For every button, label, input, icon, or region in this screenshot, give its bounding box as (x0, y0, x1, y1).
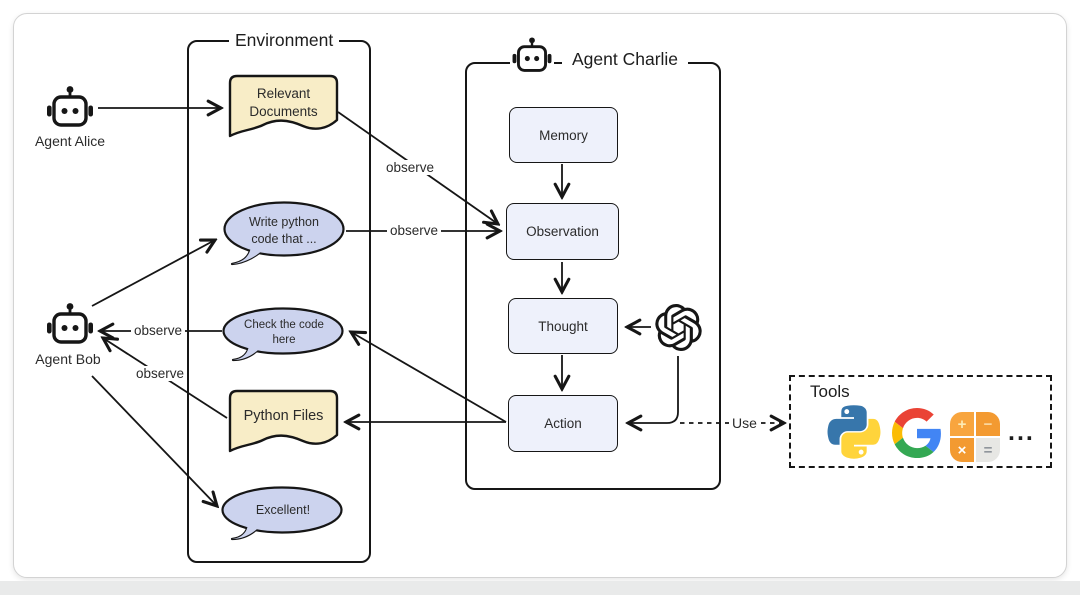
python-files-node (227, 388, 340, 463)
thought-box: Thought (508, 298, 618, 354)
observe-label-write: observe (387, 223, 442, 238)
robot-icon (44, 85, 96, 136)
excellent-text: Excellent! (255, 503, 311, 517)
action-label: Action (544, 416, 582, 431)
check-code-bubble (221, 307, 347, 368)
relevant-documents-line2: Documents (249, 104, 318, 119)
observe-label-files: observe (133, 366, 188, 381)
observation-box: Observation (506, 203, 619, 260)
python-files-text: Python Files (243, 408, 324, 424)
robot-icon (510, 35, 554, 77)
agent-alice-label: Agent Alice (34, 133, 106, 149)
thought-label: Thought (538, 318, 588, 334)
write-python-line1: Write python (249, 215, 319, 229)
relevant-documents-line1: Relevant (256, 86, 311, 101)
check-code-text: Check the code here (221, 318, 347, 348)
observe-label-documents: observe (383, 160, 438, 175)
check-code-line1: Check the code (244, 319, 324, 331)
environment-title: Environment (229, 30, 340, 51)
use-label: Use (729, 415, 760, 431)
memory-label: Memory (539, 127, 588, 143)
agent-charlie-title: Agent Charlie (562, 49, 689, 70)
write-python-text: Write python code that ... (221, 214, 347, 248)
write-python-line2: code that ... (251, 232, 317, 246)
google-logo (892, 408, 942, 463)
relevant-documents-text: Relevant Documents (227, 85, 340, 121)
check-code-line2: here (272, 334, 296, 346)
relevant-documents-node (227, 73, 340, 148)
action-box: Action (508, 395, 618, 452)
observe-label-check: observe (131, 323, 186, 338)
python-logo (826, 404, 882, 465)
excellent-bubble (220, 486, 346, 547)
memory-box: Memory (509, 107, 618, 163)
calculator-icon: + − × = (950, 412, 1000, 462)
tools-title: Tools (810, 382, 850, 401)
robot-icon (44, 302, 96, 353)
observation-label: Observation (526, 224, 599, 239)
page-bottom-strip (0, 581, 1080, 595)
openai-logo-icon (655, 304, 702, 356)
write-python-bubble (221, 201, 347, 272)
agent-bob-label: Agent Bob (35, 351, 101, 367)
more-tools-ellipsis: ... (1008, 418, 1035, 446)
